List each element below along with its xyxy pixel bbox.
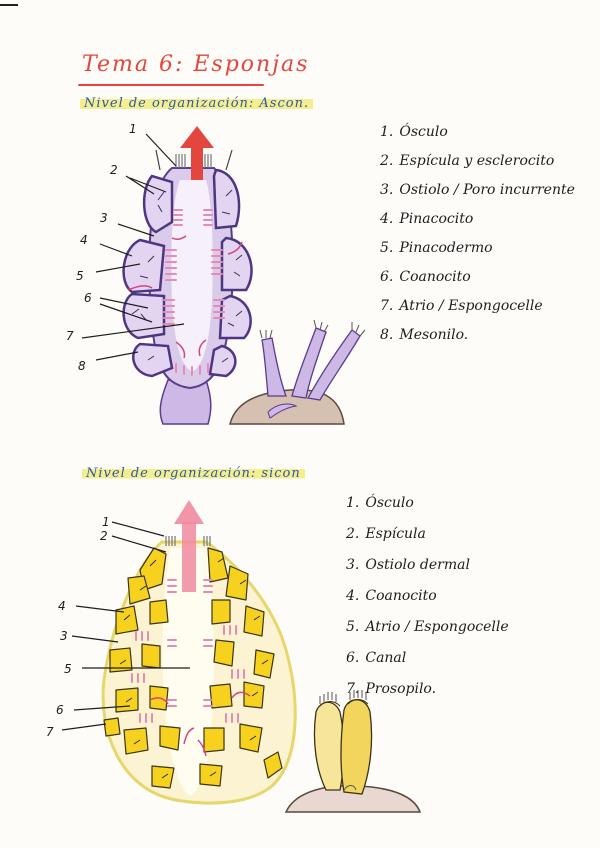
sicon-callout-5: 5 [64,662,72,676]
ascon-callout-1: 1 [129,122,137,136]
sicon-canal [124,728,148,754]
ascon-callout-3: 3 [100,211,108,225]
ascon-lobe [214,170,239,228]
ascon-lobe [133,344,172,376]
sicon-canal [116,606,138,634]
ascon-callout-8: 8 [78,359,86,373]
sicon-canal [226,566,248,600]
sicon-callout-4: 4 [58,599,66,613]
sicon-canal [208,548,228,582]
sicon-canal [240,724,262,752]
ascon-callout-6: 6 [84,291,92,305]
ascon-lobe [222,238,252,290]
sicon-callout-2: 2 [100,529,108,543]
ascon-diagram: 1 2 3 4 5 6 7 8 [66,122,365,424]
sicon-canal [116,688,138,712]
sicon-canal [212,600,230,624]
ascon-callout-7: 7 [66,329,74,343]
sicon-callout-7: 7 [46,725,54,739]
sicon-canal [244,606,264,636]
sicon-canal [104,718,120,736]
sicon-canal [204,728,224,752]
sicon-canal [254,650,274,678]
sicon-canal [142,644,160,668]
ascon-colony-sketch [230,320,365,424]
sicon-diagram: 1 2 4 3 5 6 7 [46,500,420,812]
sicon-canal [214,640,234,666]
ascon-callout-5: 5 [76,269,84,283]
sicon-callout-3: 3 [60,629,68,643]
sicon-callout-1: 1 [102,515,110,529]
sicon-callout-6: 6 [56,703,64,717]
sicon-canal [210,684,232,708]
ascon-lobe [220,296,251,338]
ascon-lobe [144,176,172,232]
sicon-colony-sketch [286,690,420,812]
ascon-callout-4: 4 [80,233,88,247]
sicon-canal [150,600,168,624]
ascon-callout-2: 2 [110,163,118,177]
sicon-canal [160,726,180,750]
